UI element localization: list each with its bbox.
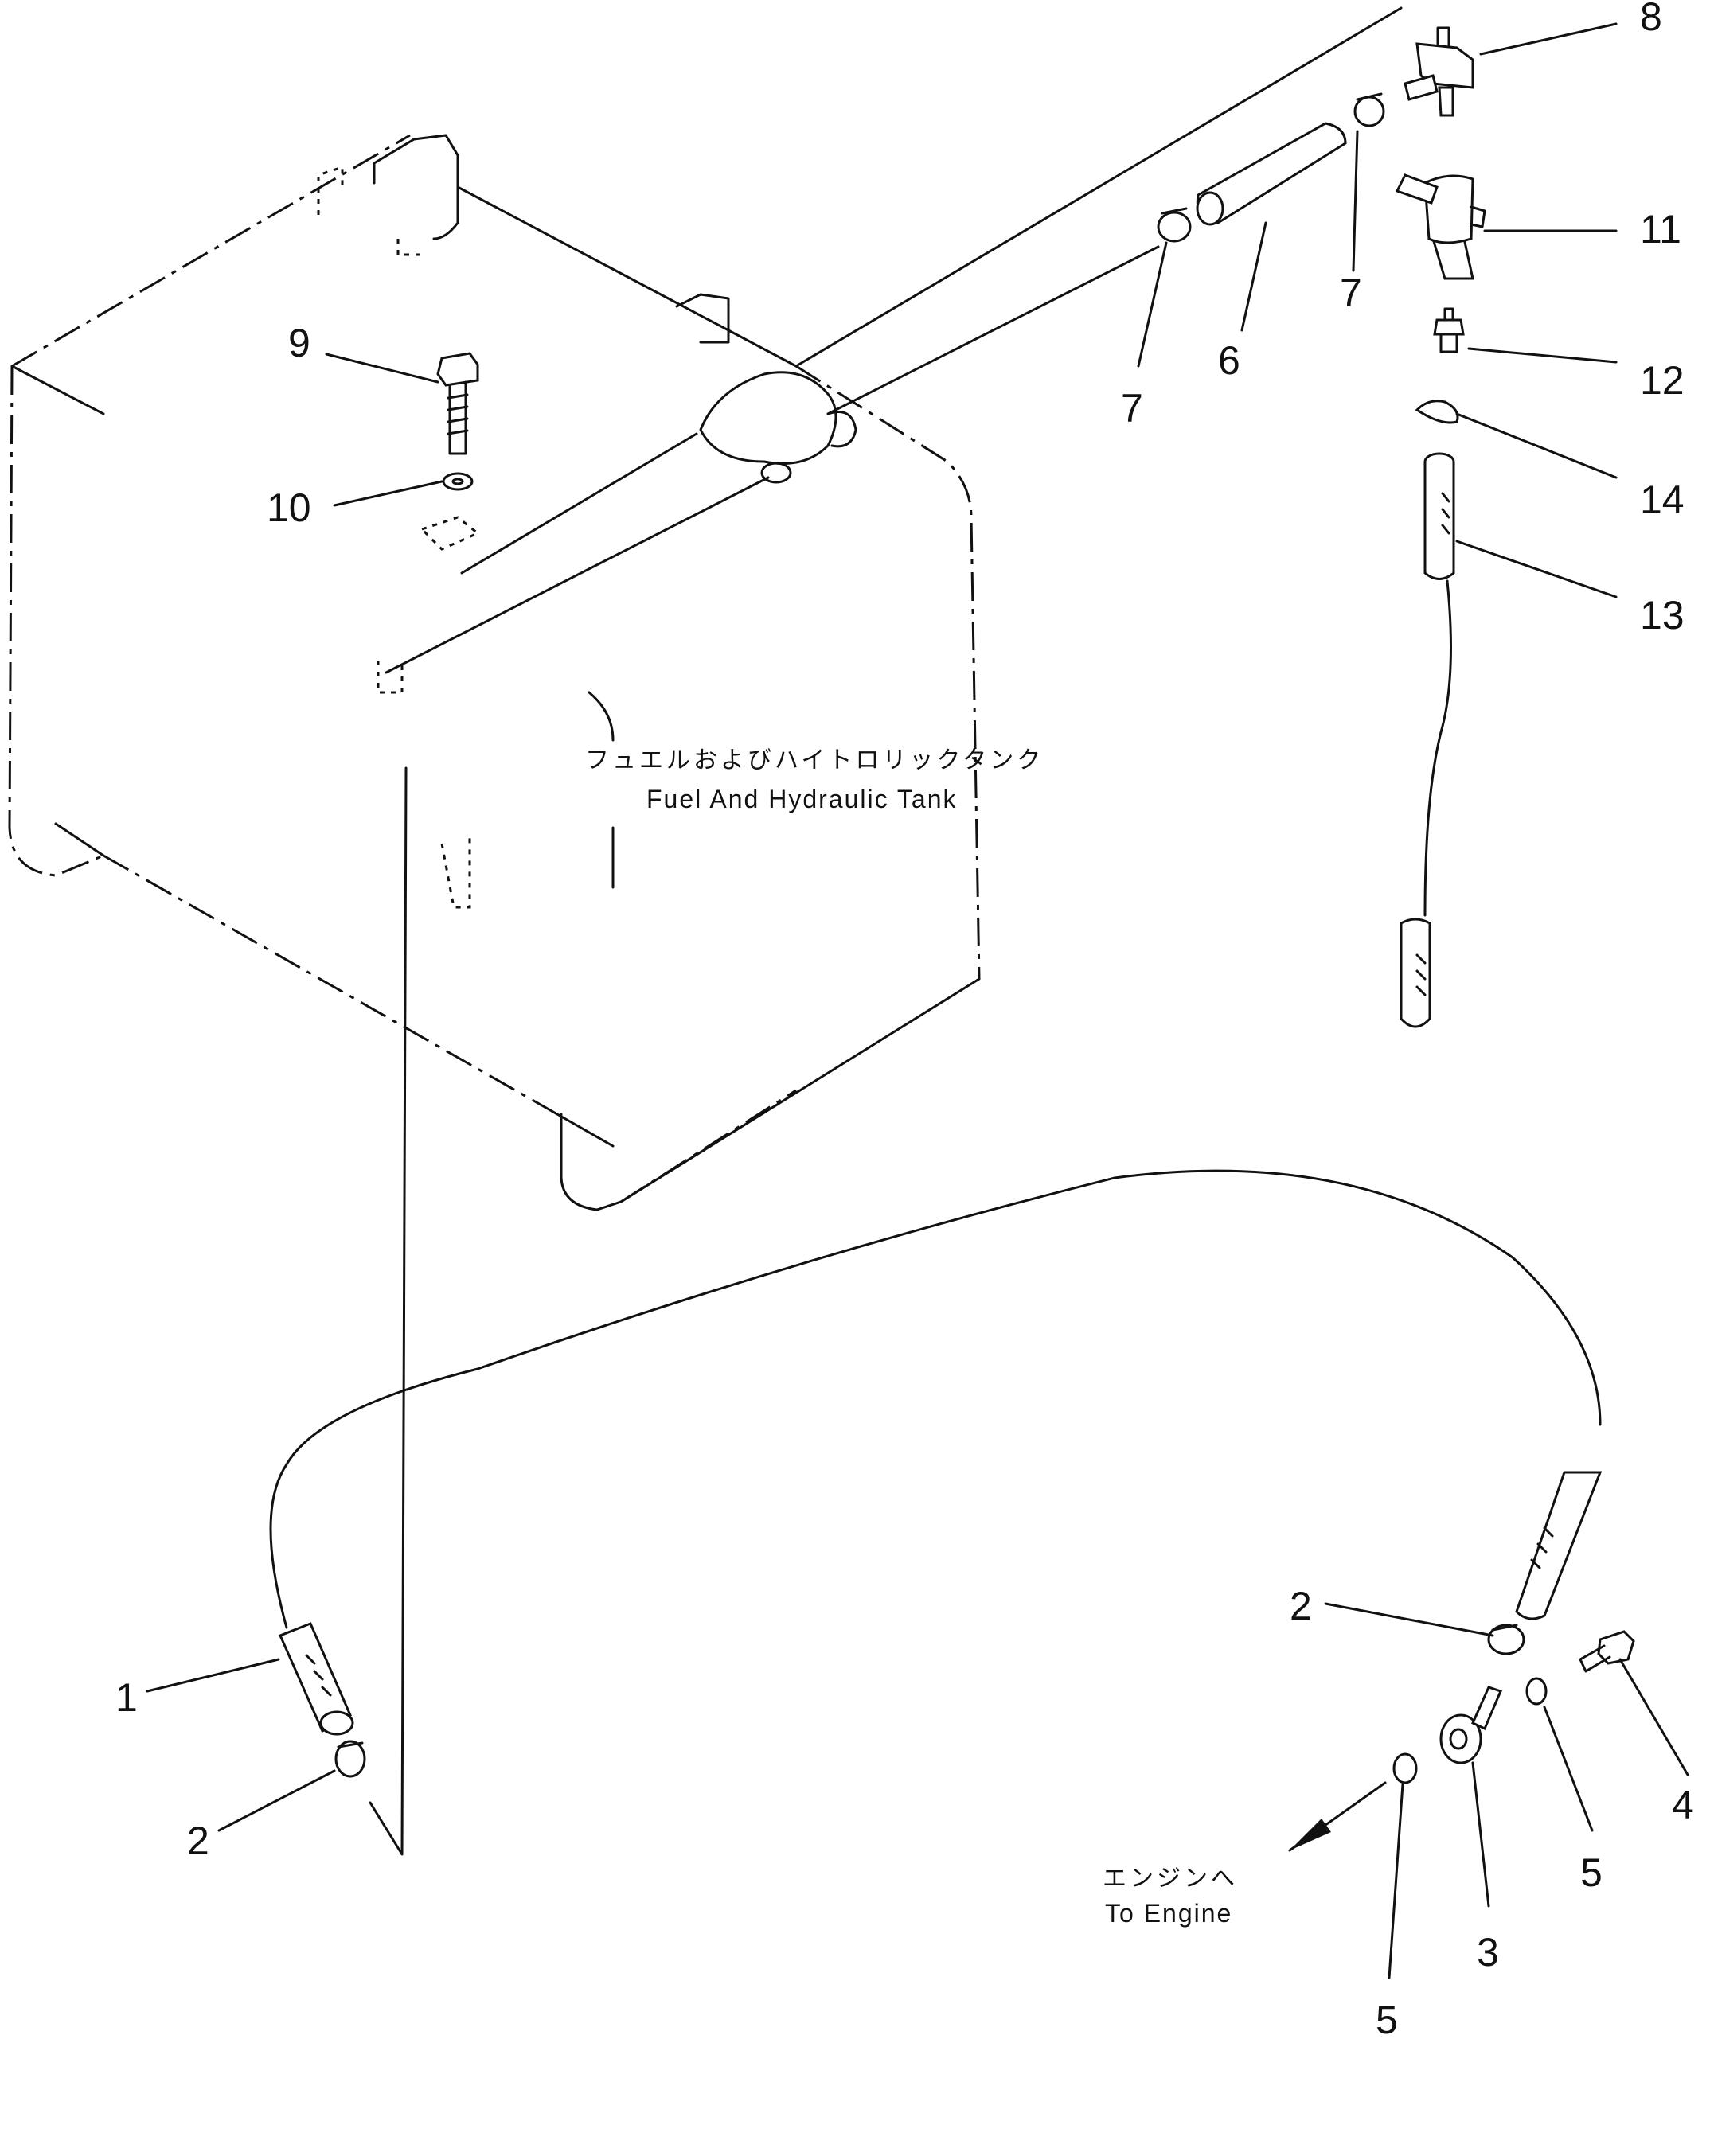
callout-7b: 7 [1340, 271, 1362, 315]
tank-caption-english: Fuel And Hydraulic Tank [646, 785, 957, 813]
callout-10: 10 [267, 485, 311, 530]
fitting-part-11 [1395, 173, 1486, 280]
clamp-part-14 [1415, 400, 1459, 424]
tank-mount-reference [460, 432, 698, 575]
bolt-part-9 [436, 352, 479, 455]
callout-2b: 2 [1290, 1584, 1312, 1628]
nipple-part-12 [1433, 307, 1465, 353]
callout-8: 8 [1640, 0, 1662, 39]
callout-9: 9 [288, 321, 310, 365]
tank-caption-japanese: フュエルおよびハイトロリックタンク [585, 747, 1044, 774]
callout-13: 13 [1640, 593, 1685, 637]
clamp-part-7b [1353, 92, 1385, 127]
hose-part-13 [1400, 452, 1455, 1028]
callout-11: 11 [1640, 207, 1681, 251]
tank-caption: フュエルおよびハイトロリックタンク Fuel And Hydraulic Tan… [585, 747, 1044, 813]
hose-part-6 [1196, 122, 1347, 226]
clamp-part-2a [334, 1740, 366, 1778]
washer-part-10 [442, 472, 474, 491]
upper-reference-line-2 [826, 245, 1160, 415]
callout-12: 12 [1640, 358, 1685, 403]
hose-part-lower-right [1515, 1471, 1603, 1620]
callout-14: 14 [1640, 478, 1685, 522]
lower-fuel-hose [269, 1169, 1602, 1629]
tank-mount-reference-2 [385, 476, 770, 674]
callout-4: 4 [1672, 1783, 1694, 1827]
clamp-part-7a [1157, 207, 1192, 243]
callout-6: 6 [1218, 338, 1240, 383]
engine-caption: エンジンへ To Engine [1103, 1865, 1238, 1928]
clamp-part-2b [1487, 1624, 1525, 1655]
callout-2a: 2 [187, 1819, 209, 1863]
upper-reference-line [794, 6, 1403, 368]
washer-part-5a [1525, 1677, 1548, 1706]
washer-part-5b [1392, 1752, 1418, 1784]
callout-3: 3 [1477, 1930, 1499, 1975]
engine-caption-japanese: エンジンへ [1103, 1865, 1238, 1893]
callout-5a: 5 [1580, 1850, 1603, 1895]
callout-numbers: 8 11 7 6 7 12 14 13 9 10 1 2 2 4 5 3 5 [115, 0, 1694, 2042]
to-engine-arrow [1288, 1781, 1387, 1852]
callout-5b: 5 [1376, 1998, 1398, 2042]
callout-1: 1 [115, 1675, 138, 1720]
bolt-part-4 [1579, 1630, 1635, 1673]
fuel-hydraulic-tank [8, 134, 981, 1856]
hose-part-1 [278, 1622, 354, 1736]
engine-caption-english: To Engine [1105, 1899, 1232, 1928]
banjo-part-3 [1439, 1686, 1503, 1764]
valve-part-8 [1404, 26, 1474, 117]
leader-lines [146, 22, 1689, 1979]
callout-7a: 7 [1121, 386, 1143, 431]
